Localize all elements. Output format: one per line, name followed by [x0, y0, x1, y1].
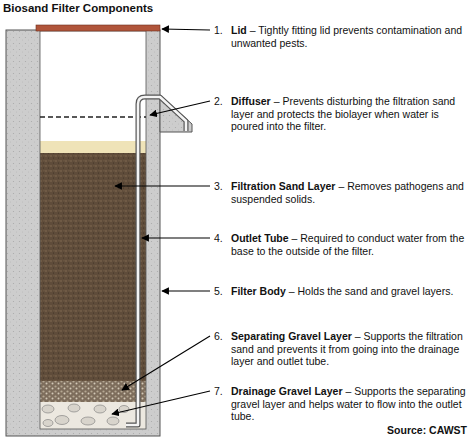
- cavity-outline: [40, 31, 146, 429]
- callout-number: 1.: [214, 24, 223, 37]
- stone: [107, 417, 119, 425]
- callout-body: Drainage Gravel Layer– Supports the sepa…: [231, 385, 468, 423]
- lid: [36, 25, 160, 31]
- callout-number: 5.: [214, 285, 223, 298]
- separating-gravel: [40, 381, 146, 402]
- leader-arrow: [142, 237, 210, 238]
- callout-body: Separating Gravel Layer– Supports the fi…: [231, 330, 468, 368]
- callout-body: Outlet Tube– Required to conduct water f…: [231, 232, 468, 257]
- leader-arrow: [112, 391, 210, 414]
- stone: [68, 404, 80, 412]
- filter-body: [6, 30, 192, 436]
- water-reservoir: [40, 31, 146, 141]
- callout-entry: 3. Filtration Sand Layer– Removes pathoge…: [214, 180, 468, 205]
- callout-entry: 1. Lid– Tightly fitting lid prevents cont…: [214, 24, 468, 49]
- callout-entry: 7. Drainage Gravel Layer– Supports the se…: [214, 385, 468, 423]
- callout-body: Filtration Sand Layer– Removes pathogens…: [231, 180, 468, 205]
- part-description: – Tightly fitting lid prevents contamina…: [231, 24, 462, 49]
- stone: [81, 417, 95, 425]
- part-name: Lid: [231, 24, 247, 36]
- part-name: Diffuser: [231, 95, 271, 107]
- part-name: Drainage Gravel Layer: [231, 385, 342, 397]
- leader-arrow: [162, 290, 210, 291]
- filter-layers: [40, 31, 146, 429]
- callout-number: 4.: [214, 232, 223, 245]
- leader-arrow: [150, 101, 210, 115]
- part-name: Separating Gravel Layer: [231, 330, 352, 342]
- callout-number: 6.: [214, 330, 223, 343]
- part-description: – Holds the sand and gravel layers.: [289, 285, 454, 297]
- filtration-sand: [40, 153, 146, 381]
- callout-body: Lid– Tightly fitting lid prevents contam…: [231, 24, 468, 49]
- callout-entry: 4. Outlet Tube– Required to conduct water…: [214, 232, 468, 257]
- stone: [94, 405, 106, 413]
- callout-number: 3.: [214, 180, 223, 193]
- leader-arrow: [115, 185, 210, 186]
- callout-entry: 6. Separating Gravel Layer– Supports the …: [214, 330, 468, 368]
- callout-number: 2.: [214, 95, 223, 108]
- callout-number: 7.: [214, 385, 223, 398]
- stone: [43, 420, 53, 427]
- tube-wall: [126, 97, 186, 425]
- callout-entry: 5. Filter Body– Holds the sand and gravel…: [214, 285, 468, 298]
- diagram-title: Biosand Filter Components: [3, 2, 153, 14]
- outlet-tube: [126, 97, 186, 425]
- leader-arrows: [112, 29, 210, 414]
- standing-water-layer: [40, 141, 146, 153]
- stone: [55, 416, 69, 425]
- part-name: Filtration Sand Layer: [231, 180, 335, 192]
- leader-arrow: [122, 336, 210, 390]
- gravel-stones: [42, 404, 129, 427]
- part-name: Outlet Tube: [231, 232, 289, 244]
- leader-arrow: [162, 29, 210, 30]
- part-name: Filter Body: [231, 285, 286, 297]
- callout-body: Diffuser– Prevents disturbing the filtra…: [231, 95, 468, 133]
- callout-body: Filter Body– Holds the sand and gravel l…: [231, 285, 468, 298]
- stone: [42, 405, 54, 413]
- tube-bore: [126, 97, 186, 425]
- callout-entry: 2. Diffuser– Prevents disturbing the filt…: [214, 95, 468, 133]
- diffuser-line: [40, 116, 146, 118]
- source-note: Source: CAWST: [387, 424, 467, 436]
